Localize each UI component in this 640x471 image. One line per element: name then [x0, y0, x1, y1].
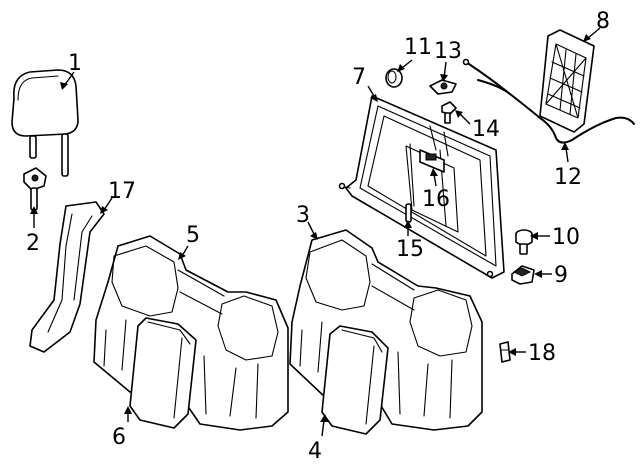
trim-panel	[539, 29, 595, 133]
callout-10: 10	[552, 225, 580, 250]
cap	[385, 68, 403, 88]
release-cable	[462, 58, 635, 144]
side-bolster-trim	[29, 201, 105, 353]
callout-numbers: 1 2 17 5 6 3 4 7 8 9 10 11 12 13 14 15 1…	[26, 9, 610, 464]
bolt-10	[515, 229, 533, 255]
right-seat-back	[289, 229, 483, 431]
frame-pin	[405, 203, 412, 223]
callout-14: 14	[472, 117, 500, 142]
callout-7: 7	[352, 65, 366, 90]
callout-16: 16	[422, 187, 450, 212]
callout-4: 4	[308, 439, 322, 464]
headrest	[11, 69, 79, 177]
seat-back-frame	[338, 95, 505, 279]
callout-15: 15	[396, 237, 424, 262]
callout-2: 2	[26, 231, 40, 256]
headrest-guide	[23, 167, 47, 211]
frame-latch	[419, 149, 445, 173]
callout-6: 6	[112, 425, 126, 450]
clip-18	[499, 341, 511, 363]
leader-lines	[30, 27, 601, 437]
left-armrest-cushion	[129, 317, 197, 429]
callout-12: 12	[554, 165, 582, 190]
callout-13: 13	[434, 39, 462, 64]
callout-8: 8	[596, 9, 610, 34]
left-seat-back	[93, 235, 289, 431]
callout-11: 11	[404, 35, 432, 60]
clip	[429, 79, 457, 95]
bolt	[441, 101, 457, 124]
callout-1: 1	[68, 51, 82, 76]
callout-18: 18	[528, 341, 556, 366]
callout-5: 5	[186, 223, 200, 248]
bracket	[511, 265, 535, 285]
right-armrest-cushion	[321, 325, 389, 435]
callout-3: 3	[296, 203, 310, 228]
callout-9: 9	[554, 263, 568, 288]
callout-17: 17	[108, 179, 136, 204]
